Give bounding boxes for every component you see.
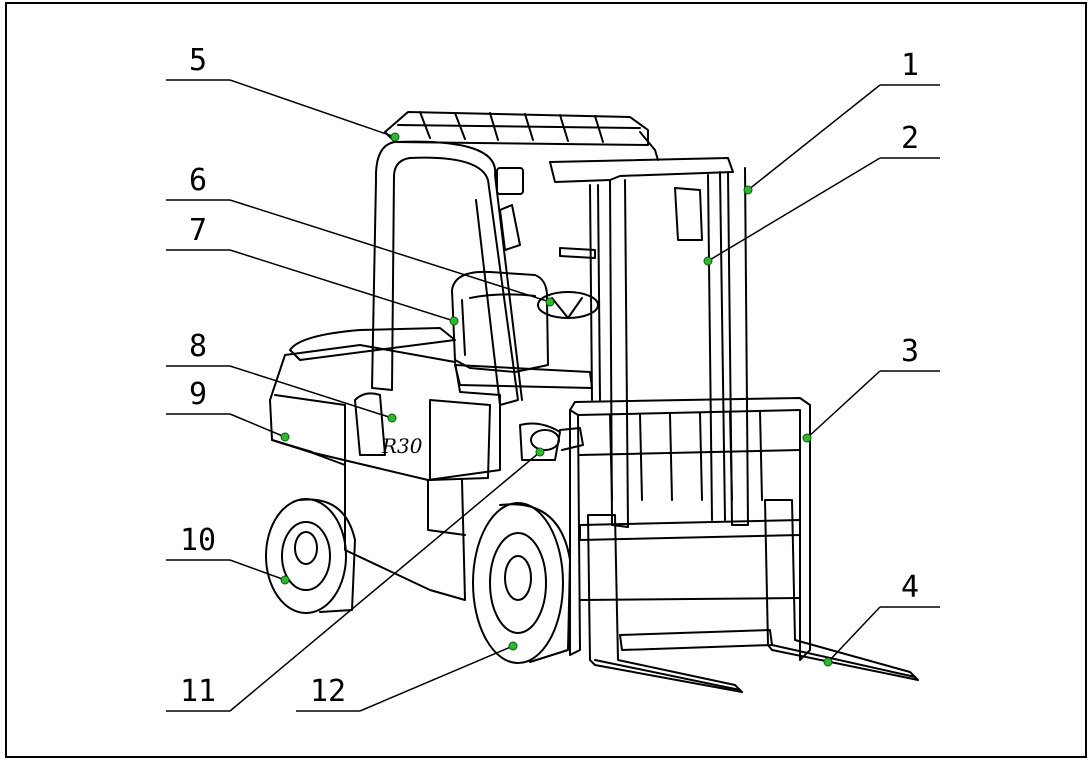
callout-5-marker (390, 132, 400, 142)
callout-3-leader-line (806, 370, 881, 439)
callout-10-marker (280, 575, 290, 585)
callout-10-leader-line (229, 559, 286, 581)
callout-2-label: 2 (901, 121, 919, 156)
callout-1-label: 1 (901, 48, 919, 83)
callout-4-label: 4 (901, 570, 919, 605)
callout-1-marker (743, 185, 753, 195)
callout-8-marker (387, 413, 397, 423)
callout-4-leader-line (827, 606, 881, 663)
callout-5-leader-line (229, 79, 396, 138)
callout-7-label: 7 (189, 213, 207, 248)
callout-4-marker (823, 657, 833, 667)
svg-text:R30: R30 (381, 434, 423, 458)
forklift-drawing: R30 (265, 111, 919, 693)
callout-7-leader-line (229, 249, 455, 322)
callout-6-marker (545, 297, 555, 307)
callout-9-label: 9 (189, 377, 207, 412)
callout-5-label: 5 (189, 43, 207, 78)
callout-3-label: 3 (901, 334, 919, 369)
callout-3-marker (802, 433, 812, 443)
callout-12-marker (508, 641, 518, 651)
callout-12-label: 12 (310, 674, 346, 709)
callout-9-leader-line (229, 413, 286, 438)
callout-11-leader-line (229, 451, 541, 712)
callout-7-marker (449, 316, 459, 326)
callout-8-label: 8 (189, 329, 207, 364)
callout-9-marker (280, 432, 290, 442)
callout-11-marker (535, 447, 545, 457)
callout-2-leader-line (707, 157, 881, 262)
callout-8-leader-line (229, 365, 393, 419)
callout-6-leader-line (229, 199, 551, 303)
callout-10-label: 10 (180, 523, 216, 558)
callout-2-marker (703, 256, 713, 266)
callout-6-label: 6 (189, 163, 207, 198)
callout-12-leader-line (359, 645, 514, 712)
callout-1-leader-line (747, 84, 881, 191)
callout-11-label: 11 (180, 674, 216, 709)
diagram-border (5, 2, 1087, 758)
